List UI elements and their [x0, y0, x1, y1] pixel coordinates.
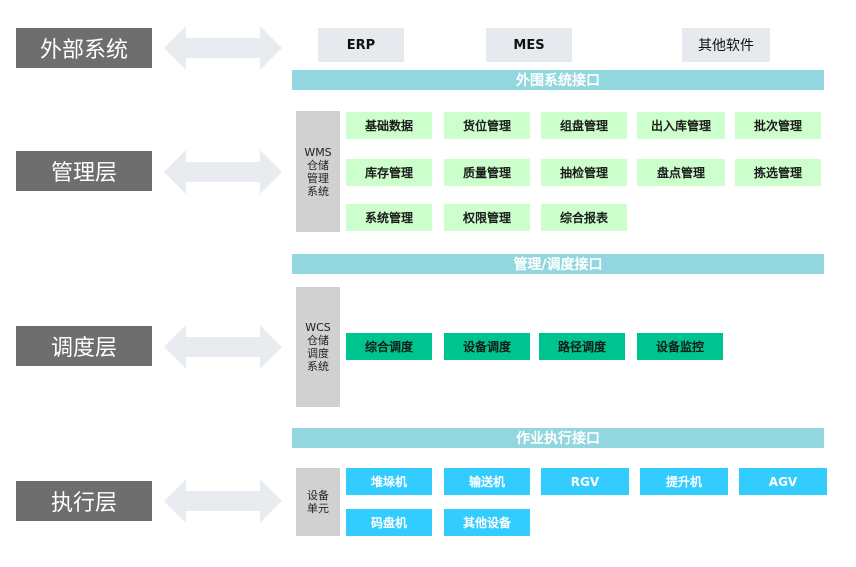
- wms-module: 盘点管理: [637, 159, 725, 186]
- wms-module: 货位管理: [444, 112, 530, 139]
- interface-band-external: 外围系统接口: [292, 70, 824, 90]
- wms-module: 库存管理: [346, 159, 432, 186]
- wms-module: 质量管理: [444, 159, 530, 186]
- external-system-mes: MES: [486, 28, 572, 62]
- wcs-module: 设备监控: [637, 333, 723, 360]
- equipment-module: AGV: [739, 468, 827, 495]
- interface-band-management-dispatch: 管理/调度接口: [292, 254, 824, 274]
- equipment-label: 设备 单元: [296, 468, 340, 536]
- layer-label-external: 外部系统: [16, 28, 152, 68]
- wms-module: 系统管理: [346, 204, 432, 231]
- layer-label-dispatch: 调度层: [16, 326, 152, 366]
- wms-module: 拣选管理: [735, 159, 821, 186]
- wms-module: 出入库管理: [637, 112, 725, 139]
- equipment-module: 提升机: [640, 468, 728, 495]
- wms-module: 权限管理: [444, 204, 530, 231]
- wms-label: WMS 仓储 管理 系统: [296, 111, 340, 232]
- wms-module: 抽检管理: [541, 159, 627, 186]
- wcs-label: WCS 仓储 调度 系统: [296, 287, 340, 407]
- wms-module: 综合报表: [541, 204, 627, 231]
- layer-label-management: 管理层: [16, 151, 152, 191]
- layer-label-execution: 执行层: [16, 481, 152, 521]
- equipment-module: 码盘机: [346, 509, 432, 536]
- double-arrow-icon: [164, 325, 282, 369]
- wcs-module: 综合调度: [346, 333, 432, 360]
- double-arrow-icon: [164, 150, 282, 194]
- double-arrow-icon: [164, 479, 282, 523]
- equipment-module: 堆垛机: [346, 468, 432, 495]
- wms-module: 基础数据: [346, 112, 432, 139]
- equipment-module: 其他设备: [444, 509, 530, 536]
- external-system-other: 其他软件: [682, 28, 770, 62]
- interface-band-job-execution: 作业执行接口: [292, 428, 824, 448]
- equipment-module: RGV: [541, 468, 629, 495]
- wms-module: 组盘管理: [541, 112, 627, 139]
- wcs-module: 设备调度: [444, 333, 530, 360]
- equipment-module: 输送机: [444, 468, 530, 495]
- double-arrow-icon: [164, 26, 282, 70]
- wcs-module: 路径调度: [539, 333, 625, 360]
- wms-module: 批次管理: [735, 112, 821, 139]
- external-system-erp: ERP: [318, 28, 404, 62]
